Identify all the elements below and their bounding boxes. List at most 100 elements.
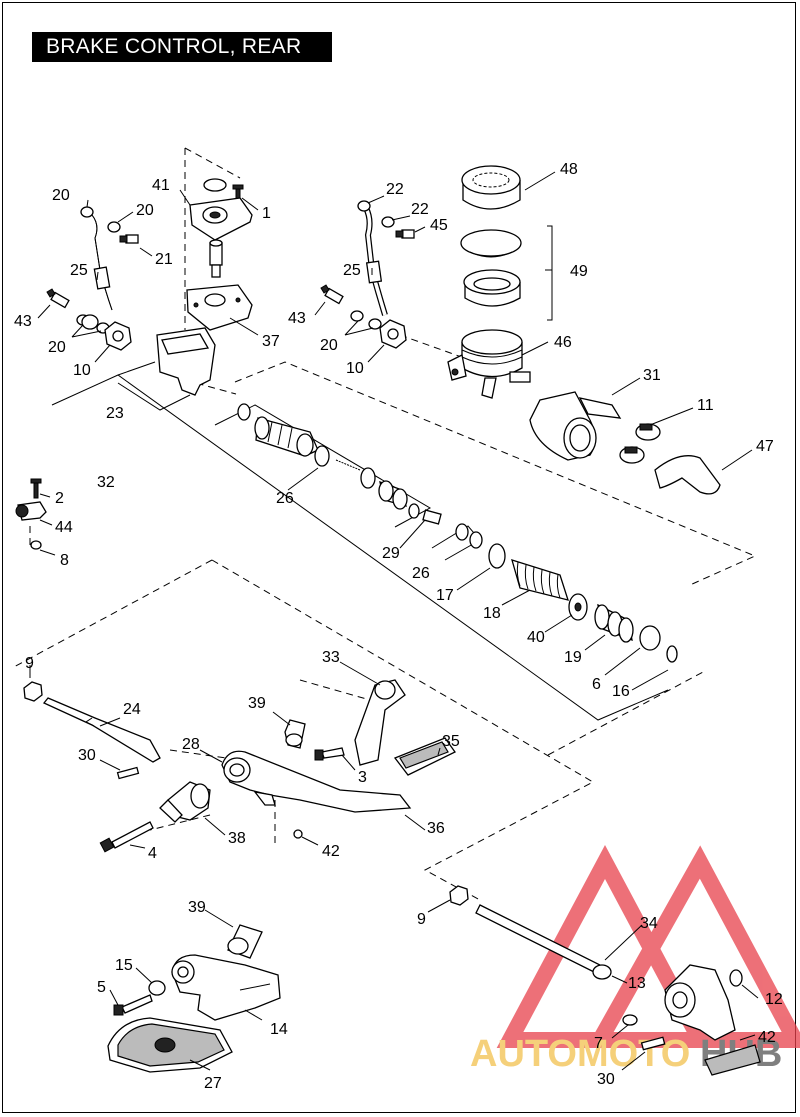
callout-26b: 26 xyxy=(412,565,430,582)
callout-37: 37 xyxy=(262,333,280,350)
cover-41 xyxy=(189,197,253,241)
callout-30b: 30 xyxy=(597,1071,615,1088)
callout-29: 29 xyxy=(382,545,400,562)
callout-19: 19 xyxy=(564,649,582,666)
footpeg-27 xyxy=(107,1017,233,1073)
callout-8: 8 xyxy=(60,552,69,569)
callout-49: 49 xyxy=(570,263,588,280)
bracket-14 xyxy=(171,954,281,1021)
callout-24: 24 xyxy=(123,701,141,718)
hose-47 xyxy=(654,455,721,495)
callout-41: 41 xyxy=(152,177,170,194)
screw-2 xyxy=(30,478,42,499)
pin-30b xyxy=(640,1036,666,1051)
diaphragm-49a xyxy=(460,229,522,258)
callout-38: 38 xyxy=(228,830,246,847)
washer-20f xyxy=(368,318,382,330)
bleeder-43a xyxy=(46,288,70,309)
bleeder-21 xyxy=(119,234,139,244)
callout-36: 36 xyxy=(427,820,445,837)
lever-13 xyxy=(664,964,736,1041)
reservoir-cap-48 xyxy=(461,165,521,210)
spring-small xyxy=(335,459,361,471)
seal-ring-top xyxy=(203,178,227,192)
callout-25b: 25 xyxy=(343,262,361,279)
callout-7: 7 xyxy=(594,1035,603,1052)
callout-45: 45 xyxy=(430,217,448,234)
callout-28: 28 xyxy=(182,736,200,753)
bolt-4 xyxy=(99,821,154,853)
nut-42a xyxy=(293,829,303,839)
washer-22b xyxy=(381,216,395,228)
callout-20b: 20 xyxy=(136,202,154,219)
pushrod-29 xyxy=(422,509,442,525)
callout-47: 47 xyxy=(756,438,774,455)
callout-14: 14 xyxy=(270,1021,288,1038)
callout-13: 13 xyxy=(628,975,646,992)
banjo-fitting-10a xyxy=(81,314,132,351)
watermark-logo: AUTOMOTO HUB xyxy=(470,845,800,1075)
callout-3: 3 xyxy=(358,769,367,786)
washer-20a xyxy=(80,206,94,218)
callout-10a: 10 xyxy=(73,362,91,379)
group-outlines xyxy=(11,147,757,901)
pad-35 xyxy=(393,737,456,776)
callout-31: 31 xyxy=(643,367,661,384)
callout-20c: 20 xyxy=(48,339,66,356)
banjo-fitting-10b xyxy=(379,319,407,349)
spring-18 xyxy=(511,559,569,601)
callout-25a: 25 xyxy=(70,262,88,279)
callout-33: 33 xyxy=(322,649,340,666)
callout-48: 48 xyxy=(560,161,578,178)
callout-22b: 22 xyxy=(411,201,429,218)
rod-34 xyxy=(475,904,612,980)
piston-secondary xyxy=(378,480,408,510)
callout-20a: 20 xyxy=(52,187,70,204)
master-cylinder-body-23 xyxy=(156,327,216,396)
callout-32: 32 xyxy=(97,474,115,491)
hose-31 xyxy=(529,391,622,461)
callout-11: 11 xyxy=(697,397,714,414)
callout-1: 1 xyxy=(262,205,271,222)
callout-42a: 42 xyxy=(322,843,340,860)
washer-20e xyxy=(350,310,364,322)
callout-12: 12 xyxy=(765,991,783,1008)
callout-5: 5 xyxy=(97,979,106,996)
bushing-39a xyxy=(284,719,306,749)
callout-26a: 26 xyxy=(276,490,294,507)
piston-26 xyxy=(254,416,319,457)
callout-39a: 39 xyxy=(248,695,266,712)
callout-17: 17 xyxy=(436,587,454,604)
bolt-5 xyxy=(113,994,153,1016)
pedal-arm-28 xyxy=(221,750,412,813)
leader-lines xyxy=(29,171,759,1071)
oring-b xyxy=(314,445,330,467)
pad-right xyxy=(704,1044,761,1076)
bracket-33 xyxy=(354,679,406,766)
bolt-45 xyxy=(395,229,415,239)
boot-19 xyxy=(594,603,634,643)
clip-12 xyxy=(729,969,743,987)
callout-43b: 43 xyxy=(288,310,306,327)
cover-37 xyxy=(186,284,253,331)
diaphragm-49b xyxy=(463,269,521,307)
washer-40 xyxy=(568,593,588,621)
clevis-38 xyxy=(159,781,211,823)
bolt-3 xyxy=(314,747,345,761)
callout-9b: 9 xyxy=(417,911,426,928)
callout-21: 21 xyxy=(155,251,173,268)
callout-34: 34 xyxy=(640,915,658,932)
callout-6: 6 xyxy=(592,676,601,693)
nut-9a xyxy=(23,681,43,702)
ring-17 xyxy=(488,543,506,569)
washer-26b2 xyxy=(469,531,483,549)
callout-27: 27 xyxy=(204,1075,222,1092)
bushing-39b xyxy=(227,924,263,959)
callout-4: 4 xyxy=(148,845,157,862)
reservoir-46 xyxy=(447,329,531,399)
callout-labels: 1 41 20 20 21 25 43 20 10 37 23 32 2 44 … xyxy=(14,161,783,1092)
callout-20d: 20 xyxy=(320,337,338,354)
nut-9b xyxy=(449,885,469,906)
callout-40: 40 xyxy=(527,629,545,646)
